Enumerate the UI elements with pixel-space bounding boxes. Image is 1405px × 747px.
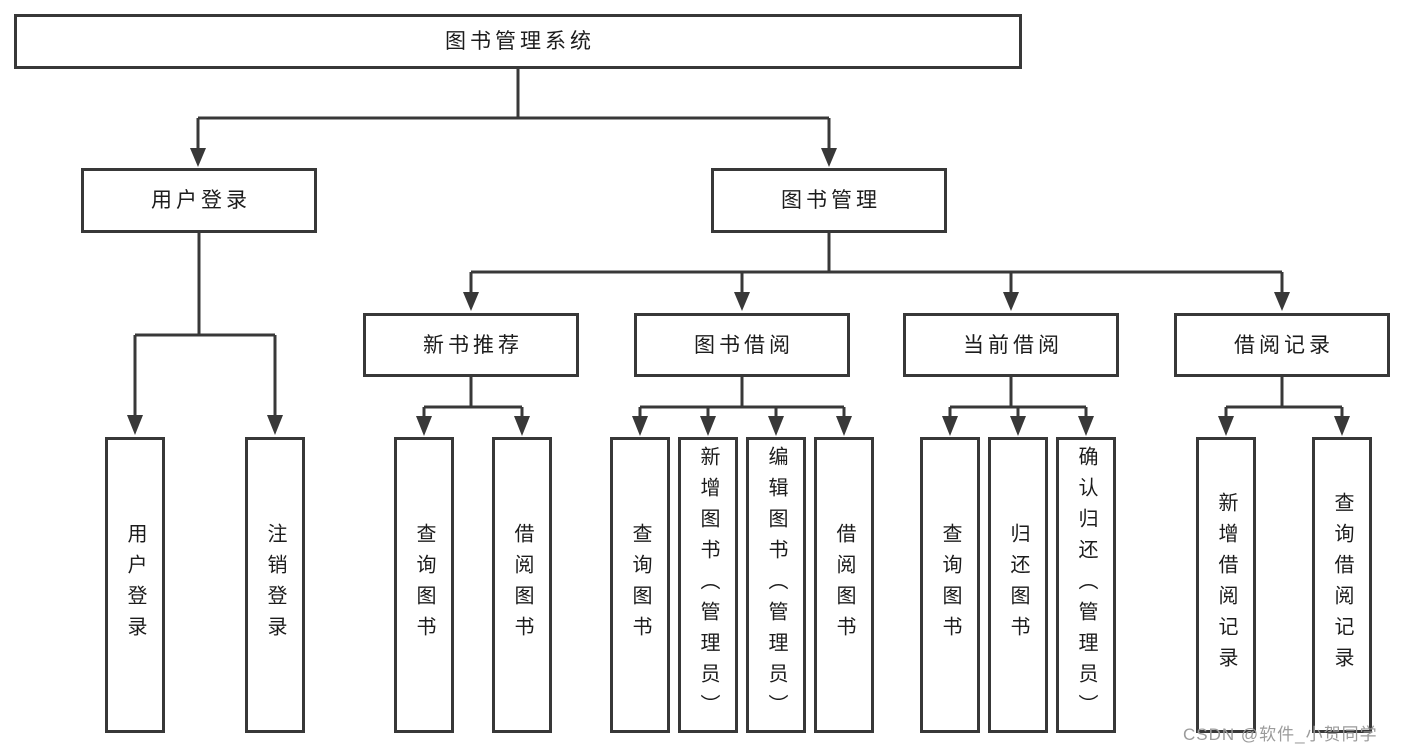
leaf-user-login: 用户登录 [105,437,165,733]
leaf-add-books-admin: 新增图书（管理员） [678,437,738,733]
leaf-add-borrow-record: 新增借阅记录 [1196,437,1256,733]
node-borrow-records: 借阅记录 [1174,313,1390,377]
leaf-logout-label: 注销登录 [264,523,286,647]
leaf-borrow-query-books: 查询图书 [610,437,670,733]
arrowheads-current-borrow-children [942,416,1094,436]
leaf-query-borrow-record-label: 查询借阅记录 [1331,492,1353,678]
leaf-query-borrow-record: 查询借阅记录 [1312,437,1372,733]
arrowheads-user-login-children [127,415,283,435]
node-borrow-records-label: 借阅记录 [1234,333,1334,357]
leaf-logout: 注销登录 [245,437,305,733]
leaf-edit-books-admin: 编辑图书（管理员） [746,437,806,733]
connector-borrow-records-children [1224,377,1344,418]
node-user-login: 用户登录 [81,168,317,233]
leaf-return-books: 归还图书 [988,437,1048,733]
node-root: 图书管理系统 [14,14,1022,69]
connector-root-to-level2 [196,69,831,150]
node-root-label: 图书管理系统 [445,30,595,53]
leaf-confirm-return-admin-label: 确认归还（管理员） [1075,445,1097,725]
connector-new-book-children [422,377,524,418]
leaf-borrow-query-books-label: 查询图书 [629,523,651,647]
leaf-add-books-admin-label: 新增图书（管理员） [697,445,719,725]
leaf-recommend-query-books: 查询图书 [394,437,454,733]
node-new-book-recommend-label: 新书推荐 [423,333,523,357]
node-book-borrow: 图书借阅 [634,313,850,377]
node-user-login-label: 用户登录 [151,189,251,212]
leaf-recommend-query-books-label: 查询图书 [413,523,435,647]
node-current-borrow-label: 当前借阅 [963,333,1063,357]
leaf-borrow-books: 借阅图书 [814,437,874,733]
connector-book-management-children [469,233,1284,293]
node-current-borrow: 当前借阅 [903,313,1119,377]
csdn-watermark: CSDN @软件_小贺同学 [1183,725,1378,744]
node-book-management: 图书管理 [711,168,947,233]
leaf-user-login-label: 用户登录 [124,523,146,647]
leaf-recommend-borrow-books: 借阅图书 [492,437,552,733]
arrowheads-book-borrow-children [632,416,852,436]
connector-user-login-children [133,233,277,417]
leaf-confirm-return-admin: 确认归还（管理员） [1056,437,1116,733]
arrowheads-new-book-children [416,416,530,436]
connector-current-borrow-children [948,377,1088,418]
leaf-borrow-books-label: 借阅图书 [833,523,855,647]
leaf-current-query-books: 查询图书 [920,437,980,733]
node-book-management-label: 图书管理 [781,189,881,212]
arrowheads-root-to-level2 [190,148,837,167]
leaf-edit-books-admin-label: 编辑图书（管理员） [765,445,787,725]
arrowheads-book-management-children [463,292,1290,311]
leaf-current-query-books-label: 查询图书 [939,523,961,647]
node-book-borrow-label: 图书借阅 [694,333,794,357]
node-new-book-recommend: 新书推荐 [363,313,579,377]
connector-book-borrow-children [638,377,846,418]
leaf-recommend-borrow-books-label: 借阅图书 [511,523,533,647]
leaf-return-books-label: 归还图书 [1007,523,1029,647]
arrowheads-borrow-records-children [1218,416,1350,436]
leaf-add-borrow-record-label: 新增借阅记录 [1215,492,1237,678]
